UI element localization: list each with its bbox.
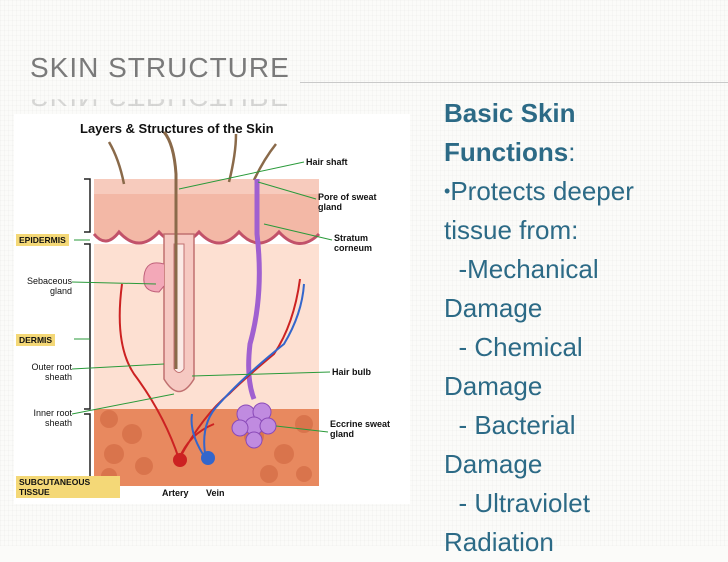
functions-line-1: Protects deeper	[450, 176, 634, 206]
label-artery: Artery	[162, 488, 189, 498]
title-divider	[300, 82, 728, 83]
hair-shaft	[162, 131, 178, 369]
sweat-duct	[246, 179, 262, 400]
function-item: Damage	[444, 449, 543, 479]
slide-title: SKIN STRUCTURE	[30, 52, 290, 83]
layer-brackets	[84, 178, 91, 487]
skin-diagram-graphic	[71, 131, 333, 487]
label-pore-of-sweat-gland: Pore of sweat gland	[318, 192, 377, 212]
label-hair-bulb: Hair bulb	[332, 367, 372, 377]
label-eccrine-sweat-gland: Eccrine sweat gland	[330, 419, 391, 439]
function-item: Radiation	[444, 527, 554, 557]
function-item: Damage	[444, 293, 543, 323]
label-vein: Vein	[206, 488, 225, 498]
functions-heading-2: Functions	[444, 137, 569, 167]
label-inner-root-sheath: Inner root sheath	[33, 408, 72, 428]
bullet-icon: •	[444, 181, 451, 201]
functions-text: Basic Skin Functions: •Protects deeper t…	[444, 94, 714, 562]
functions-heading-1: Basic Skin	[444, 98, 576, 128]
function-item: - Bacterial	[444, 410, 576, 440]
skin-diagram: Layers & Structures of the Skin EPIDERMI…	[14, 114, 410, 504]
label-hair-shaft: Hair shaft	[306, 157, 348, 167]
epidermis-layer	[94, 179, 319, 244]
dermis-layer	[94, 244, 319, 409]
label-outer-root-sheath: Outer root sheath	[31, 362, 72, 382]
eccrine-gland-coil	[231, 402, 277, 449]
label-subcutaneous-tissue: SUBCUTANEOUS TISSUE	[16, 476, 120, 498]
leader-lines	[71, 161, 333, 481]
function-item: - Chemical	[444, 332, 583, 362]
function-item: - Ultraviolet	[444, 488, 590, 518]
label-sebaceous-gland: Sebaceous gland	[26, 276, 72, 296]
label-dermis: DERMIS	[16, 334, 56, 346]
functions-heading-colon: :	[568, 137, 576, 167]
diagram-title: Layers & Structures of the Skin	[80, 121, 274, 136]
function-item: Damage	[444, 371, 543, 401]
label-epidermis: EPIDERMIS	[16, 234, 69, 246]
function-item: -Mechanical	[444, 254, 599, 284]
functions-line-2: tissue from:	[444, 215, 579, 245]
sebaceous-gland	[143, 262, 165, 293]
label-stratum-corneum: Stratum corneum	[334, 233, 373, 253]
